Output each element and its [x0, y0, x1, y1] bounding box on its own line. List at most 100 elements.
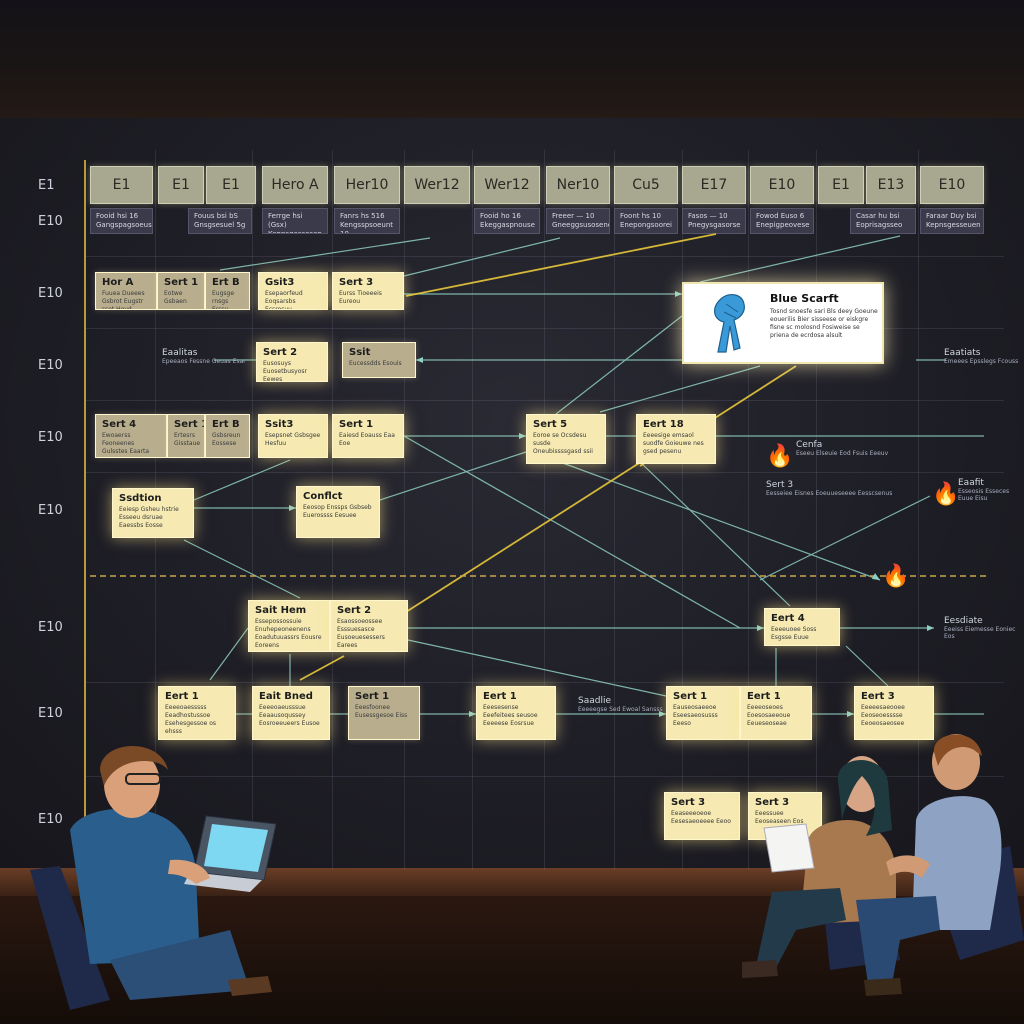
column-header[interactable]: E1 [818, 166, 864, 204]
grid-line [84, 472, 1004, 473]
column-header[interactable]: Hero A [262, 166, 328, 204]
arrow-head [927, 625, 934, 631]
column-header[interactable]: Cu5 [614, 166, 678, 204]
column-header[interactable]: Her10 [334, 166, 400, 204]
column-header[interactable]: E13 [866, 166, 916, 204]
grid-line [84, 400, 1004, 401]
highlight-connector [299, 655, 345, 681]
arrow-head [289, 505, 296, 511]
connector [193, 459, 291, 501]
blue-scarf-title: Blue Scarft [770, 292, 839, 305]
arrow-head [675, 291, 682, 297]
connector [559, 461, 881, 581]
arrow-head [847, 711, 854, 717]
column-header[interactable]: E1 [158, 166, 204, 204]
jacket [70, 808, 200, 964]
column-header[interactable]: Ner10 [546, 166, 610, 204]
grid-line [614, 150, 615, 870]
column-subheader: Freeer — 10 Gneeggsusosenet [546, 208, 610, 234]
connector [379, 451, 527, 501]
timeline-axis [84, 160, 86, 860]
row-label: E10 [38, 214, 63, 229]
connector [209, 627, 249, 681]
pants [756, 888, 846, 968]
connector [845, 645, 889, 687]
connector [403, 237, 561, 277]
shoe [864, 978, 902, 996]
dark-ceiling [0, 0, 1024, 118]
column-header[interactable]: E1 [206, 166, 256, 204]
row-label: E10 [38, 503, 63, 518]
column-subheader: Fouus bsi bS Gnsgsesuel 5g [188, 208, 252, 234]
laptop-display [204, 824, 268, 872]
connector [639, 461, 791, 607]
column-header[interactable]: E17 [682, 166, 746, 204]
row-label: E10 [38, 286, 63, 301]
arrow-head [659, 711, 666, 717]
grid-line [918, 150, 919, 870]
column-header[interactable]: E10 [920, 166, 984, 204]
column-subheader: Fooid ho 16 Ekeggaspnouse [474, 208, 540, 234]
chair [30, 866, 110, 1010]
column-subheader: Ferrge hsi (Gsx) Kepnsgessesen [262, 208, 328, 234]
column-subheader: Foont hs 10 Enepongsoorei [614, 208, 678, 234]
blue-scarf-description: Tosnd snoesfe sari Bls deey Goeune eouer… [770, 308, 878, 339]
connector [219, 237, 431, 271]
connector [759, 495, 931, 581]
blue-scarf-card[interactable]: Blue Scarft Tosnd snoesfe sari Bls deey … [682, 282, 884, 364]
column-header[interactable]: E1 [90, 166, 153, 204]
column-header[interactable]: E10 [750, 166, 814, 204]
connector [599, 365, 761, 413]
highlight-connector [405, 459, 645, 613]
arrow-head [519, 433, 526, 439]
shoe [742, 960, 778, 978]
connector [699, 235, 901, 283]
connector [403, 435, 741, 629]
column-subheader: Fooid hsi 16 Gangspagsoeusgt [90, 208, 153, 234]
column-header[interactable]: Wer12 [474, 166, 540, 204]
grid-line [544, 150, 545, 870]
row-label: E1 [38, 178, 55, 193]
column-header[interactable]: Wer12 [404, 166, 470, 204]
row-label: E10 [38, 358, 63, 373]
grid-line [84, 328, 1004, 329]
connector [183, 539, 301, 599]
column-subheader: Fowod Euso 6 Enepigpeovese [750, 208, 814, 234]
column-subheader: Fanrs hs 516 Kengsspsoeunt 10 [334, 208, 400, 234]
glasses [125, 773, 161, 785]
grid-line [816, 150, 817, 870]
arrow-head [872, 573, 880, 580]
